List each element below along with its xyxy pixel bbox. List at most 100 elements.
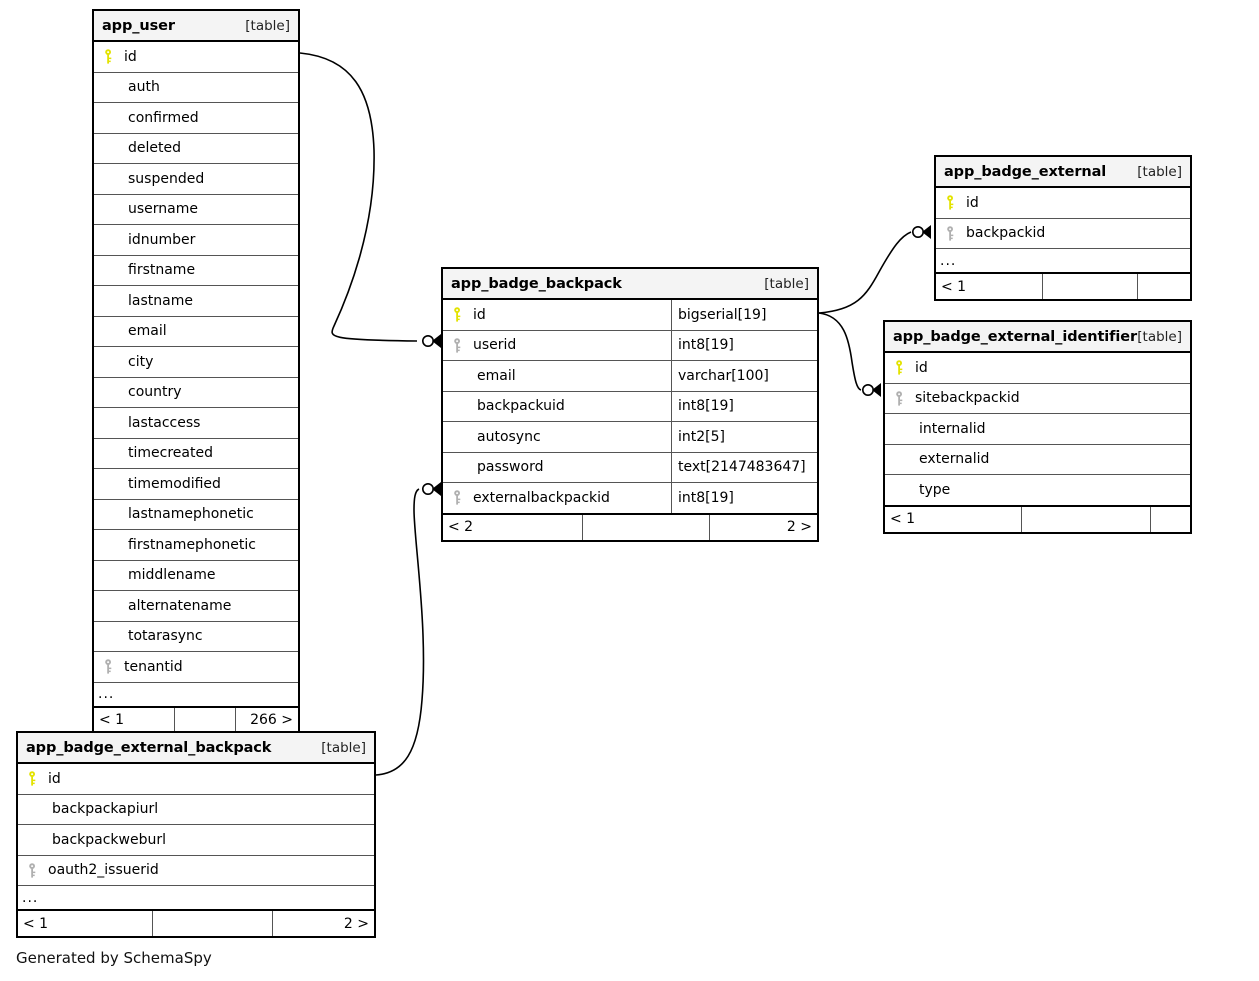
more-columns-indicator: ... — [936, 248, 1190, 272]
column-name: deleted — [128, 140, 181, 157]
column-row[interactable]: timecreated — [94, 439, 298, 469]
table-header: app_badge_external_identifier [table] — [885, 322, 1190, 353]
foreign-key-icon — [449, 490, 467, 505]
footer-parent-count[interactable]: < 2 — [448, 519, 474, 535]
column-name: lastname — [128, 292, 193, 309]
footer-parent-count[interactable]: < 1 — [890, 511, 916, 527]
footer-child-count[interactable] — [1150, 506, 1190, 532]
column-row[interactable]: country — [94, 378, 298, 408]
table-title: app_badge_external_backpack — [26, 739, 272, 756]
column-row[interactable]: idnumber — [94, 225, 298, 256]
column-name-cell: confirmed — [94, 103, 298, 133]
column-row[interactable]: oauth2_issuerid — [18, 856, 374, 886]
column-row[interactable]: lastnamephonetic — [94, 500, 298, 530]
column-row[interactable]: email — [94, 317, 298, 347]
column-row[interactable]: id — [885, 353, 1190, 384]
column-row[interactable]: suspended — [94, 164, 298, 195]
column-row[interactable]: firstnamephonetic — [94, 530, 298, 561]
foreign-key-icon — [449, 337, 467, 353]
footer-child-count[interactable]: 266 > — [235, 707, 298, 733]
column-name-cell: timemodified — [94, 469, 298, 499]
column-name: firstnamephonetic — [128, 536, 256, 553]
footer-child-count[interactable]: 2 > — [709, 514, 817, 540]
column-row[interactable]: backpackid — [936, 219, 1190, 249]
column-type-cell: int8[19] — [671, 330, 817, 360]
column-name-cell: oauth2_issuerid — [18, 856, 374, 886]
column-type-cell: bigserial[19] — [671, 300, 817, 330]
column-name: alternatename — [128, 597, 232, 614]
column-name-cell: username — [94, 195, 298, 225]
column-name: timemodified — [128, 475, 221, 492]
table-header: app_badge_backpack [table] — [443, 269, 817, 300]
column-name: timecreated — [128, 445, 213, 462]
column-name: sitebackpackid — [915, 390, 1020, 407]
column-name-cell: lastnamephonetic — [94, 500, 298, 530]
column-row[interactable]: lastname — [94, 286, 298, 317]
column-name: backpackid — [966, 225, 1046, 242]
column-name-cell: lastaccess — [94, 408, 298, 438]
table-title: app_user — [102, 17, 175, 34]
table-footer: < 1 — [885, 504, 1190, 532]
column-name-cell: autosync — [443, 422, 671, 452]
credit-text: Generated by SchemaSpy — [16, 949, 212, 967]
column-name-cell: backpackid — [936, 219, 1190, 249]
column-row[interactable]: id — [936, 188, 1190, 219]
column-name: auth — [128, 79, 160, 96]
footer-parent-count[interactable]: < 1 — [941, 278, 967, 295]
column-row[interactable]: timemodified — [94, 469, 298, 500]
primary-key-icon — [100, 49, 118, 64]
column-row[interactable]: auth — [94, 73, 298, 103]
footer-parent-count[interactable]: < 1 — [23, 915, 49, 932]
table-app-badge-external-identifier[interactable]: app_badge_external_identifier [table] id… — [883, 320, 1192, 534]
column-row[interactable]: username — [94, 195, 298, 225]
column-row[interactable]: externalid — [885, 445, 1190, 475]
column-row[interactable]: firstname — [94, 256, 298, 286]
table-type-tag: [table] — [1137, 328, 1182, 345]
table-footer: < 1 — [936, 272, 1190, 299]
column-row[interactable]: type — [885, 475, 1190, 505]
column-name-cell: alternatename — [94, 591, 298, 621]
column-name-cell: timecreated — [94, 439, 298, 469]
column-row[interactable]: alternatename — [94, 591, 298, 622]
column-name-cell: lastname — [94, 286, 298, 316]
footer-child-count[interactable]: 2 > — [272, 911, 374, 936]
footer-child-count[interactable] — [1137, 274, 1190, 299]
table-type-tag: [table] — [764, 275, 809, 292]
column-row[interactable]: sitebackpackid — [885, 384, 1190, 414]
column-name: firstname — [128, 262, 196, 279]
footer-middle — [152, 911, 272, 936]
column-row[interactable]: middlename — [94, 561, 298, 591]
column-row[interactable]: deleted — [94, 134, 298, 164]
column-row[interactable]: backpackapiurl — [18, 795, 374, 825]
column-row[interactable]: id — [18, 764, 374, 795]
column-name: id — [124, 48, 137, 65]
table-type-tag: [table] — [1137, 163, 1182, 180]
column-row[interactable]: totarasync — [94, 622, 298, 652]
column-row[interactable]: tenantid — [94, 652, 298, 682]
column-row[interactable]: internalid — [885, 414, 1190, 445]
column-row[interactable]: confirmed — [94, 103, 298, 134]
footer-parent-count[interactable]: < 1 — [99, 712, 125, 728]
column-row[interactable]: backpackweburl — [18, 825, 374, 856]
column-name-cell: deleted — [94, 134, 298, 164]
column-row[interactable]: id — [94, 42, 298, 73]
table-footer: < 1 2 > — [18, 909, 374, 936]
column-name-cell: tenantid — [94, 652, 298, 682]
column-row[interactable]: city — [94, 347, 298, 378]
foreign-key-icon — [891, 390, 909, 406]
column-name: id — [48, 770, 61, 787]
column-row[interactable]: lastaccess — [94, 408, 298, 439]
